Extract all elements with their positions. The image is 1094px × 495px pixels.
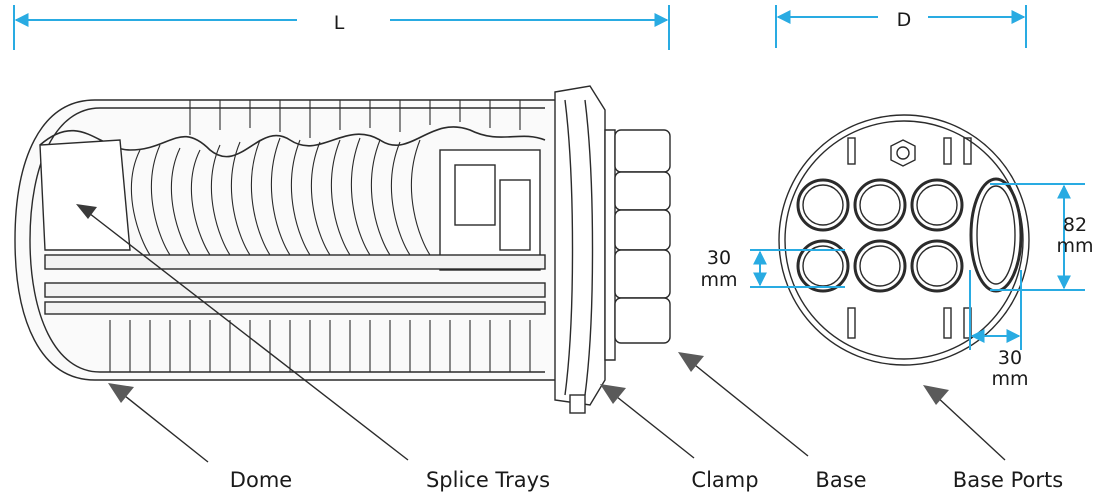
- base-body: [604, 129, 616, 361]
- diameter-dimension: [775, 5, 1027, 48]
- diameter-label: D: [897, 9, 912, 31]
- length-label: L: [334, 12, 345, 34]
- clamp-pointer-arrow-icon: [600, 384, 695, 459]
- splice-trays-label: Splice Trays: [426, 468, 550, 492]
- base-port-tubes: [614, 129, 671, 344]
- oval-width-unit: mm: [991, 368, 1028, 390]
- pointer-arrows: [76, 204, 1006, 463]
- base-pointer-arrow-icon: [678, 352, 809, 457]
- dome-pointer-arrow-icon: [108, 383, 209, 463]
- base-label: Base: [815, 468, 866, 492]
- closure-side-view: [14, 85, 671, 414]
- oval-height-unit: mm: [1056, 235, 1093, 257]
- oval-height-value: 82: [1063, 214, 1087, 236]
- clamp-label: Clamp: [691, 468, 758, 492]
- dome-ribs-lower: [109, 320, 531, 372]
- oval-width-value: 30: [998, 347, 1022, 369]
- base-ports-label: Base Ports: [953, 468, 1063, 492]
- base-end-view: [778, 114, 1030, 366]
- hex-nut-icon: [890, 139, 916, 167]
- small-port-dimension: [750, 249, 845, 288]
- splice-trays-pointer-arrow-icon: [76, 204, 409, 461]
- clamp-ring: [554, 85, 606, 406]
- oval-height-dimension: [990, 183, 1085, 291]
- oval-width-dimension: [969, 270, 1022, 350]
- round-ports: [796, 178, 964, 293]
- splice-tray-slats: [130, 137, 431, 256]
- perforated-rails: [44, 254, 546, 315]
- small-port-value: 30: [707, 247, 731, 269]
- base-ports-pointer-arrow-icon: [923, 385, 1006, 461]
- dome-label: Dome: [230, 468, 292, 492]
- small-port-unit: mm: [700, 269, 737, 291]
- dome-ribs-upper: [189, 100, 521, 138]
- length-dimension: [13, 5, 670, 50]
